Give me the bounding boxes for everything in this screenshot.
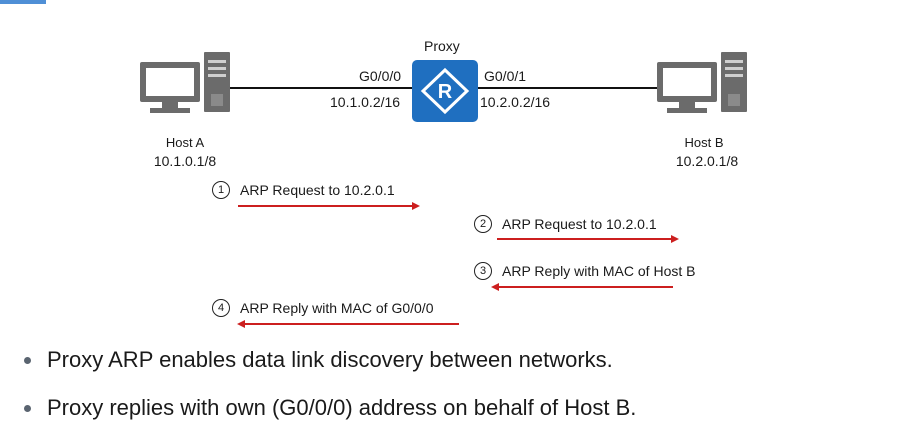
link-proxy-host-b xyxy=(478,87,673,89)
left-interface-ip: 10.1.0.2/16 xyxy=(330,94,401,110)
host-a-label: Host A xyxy=(165,135,205,150)
step-3-label: 3 ARP Reply with MAC of Host B xyxy=(474,262,695,280)
host-a-computer-icon xyxy=(138,50,234,121)
bullet-text: Proxy replies with own (G0/0/0) address … xyxy=(47,395,637,420)
link-host-a-proxy xyxy=(220,87,415,89)
right-interface-name: G0/0/1 xyxy=(484,68,527,84)
step-2-number: 2 xyxy=(474,215,492,233)
step-2-label: 2 ARP Request to 10.2.0.1 xyxy=(474,215,657,233)
bullet-text: Proxy ARP enables data link discovery be… xyxy=(47,347,613,372)
step-2-text: ARP Request to 10.2.0.1 xyxy=(502,216,657,232)
bullet-dot xyxy=(24,404,31,412)
right-interface-ip: 10.2.0.2/16 xyxy=(480,94,551,110)
step-3-arrow xyxy=(491,283,673,291)
router-label: Proxy xyxy=(424,38,460,54)
step-2-arrow xyxy=(497,235,679,243)
corner-accent xyxy=(0,0,46,4)
host-b-label: Host B xyxy=(684,135,724,150)
step-4-text: ARP Reply with MAC of G0/0/0 xyxy=(240,300,434,316)
step-1-text: ARP Request to 10.2.0.1 xyxy=(240,182,395,198)
step-1-number: 1 xyxy=(212,181,230,199)
host-b-ip: 10.2.0.1/8 xyxy=(675,153,739,169)
host-b-computer-icon xyxy=(655,50,751,121)
step-1-label: 1 ARP Request to 10.2.0.1 xyxy=(212,181,395,199)
bullet-item: Proxy ARP enables data link discovery be… xyxy=(24,347,613,373)
step-4-arrow xyxy=(237,320,459,328)
step-4-number: 4 xyxy=(212,299,230,317)
step-3-text: ARP Reply with MAC of Host B xyxy=(502,263,696,279)
step-4-label: 4 ARP Reply with MAC of G0/0/0 xyxy=(212,299,433,317)
step-3-number: 3 xyxy=(474,262,492,280)
host-a-ip: 10.1.0.1/8 xyxy=(153,153,217,169)
left-interface-name: G0/0/0 xyxy=(359,68,402,84)
router-icon: R xyxy=(412,60,478,127)
bullet-item: Proxy replies with own (G0/0/0) address … xyxy=(24,395,636,421)
bullet-dot xyxy=(24,356,31,364)
svg-text:R: R xyxy=(438,81,453,103)
step-1-arrow xyxy=(238,202,420,210)
